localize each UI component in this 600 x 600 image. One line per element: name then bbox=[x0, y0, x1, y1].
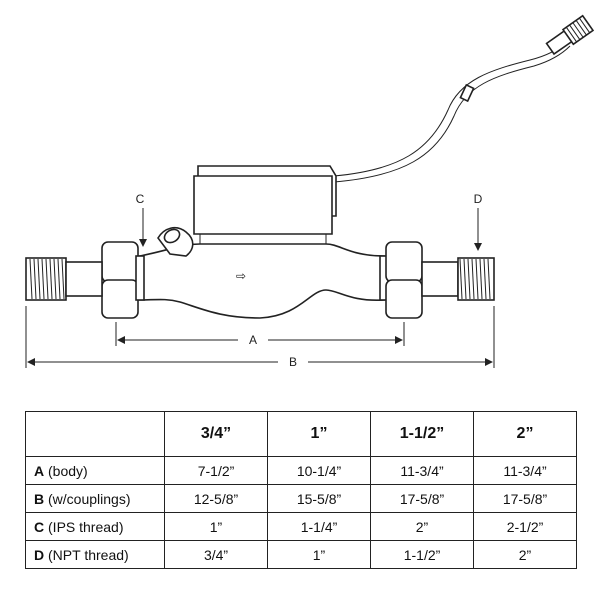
label-b: B bbox=[289, 355, 297, 369]
table-cell: 15-5/8” bbox=[267, 484, 371, 513]
header-size: 2” bbox=[473, 411, 577, 457]
table-cell: 7-1/2” bbox=[164, 456, 268, 485]
header-size: 3/4” bbox=[164, 411, 268, 457]
register-head bbox=[193, 165, 337, 246]
table-cell: 1-1/4” bbox=[267, 512, 371, 541]
thread-line bbox=[463, 258, 467, 300]
test-plug-icon bbox=[157, 226, 194, 257]
flow-direction-arrow: ⇨ bbox=[236, 269, 246, 283]
thread-line bbox=[483, 258, 487, 300]
thread-line bbox=[471, 258, 475, 300]
header-size: 1” bbox=[267, 411, 371, 457]
row-key: B bbox=[34, 490, 45, 507]
row-label: B (w/couplings) bbox=[25, 484, 165, 513]
row-desc: (IPS thread) bbox=[48, 518, 124, 535]
thread-line bbox=[37, 258, 41, 300]
table-cell: 1” bbox=[164, 512, 268, 541]
thread-line bbox=[33, 258, 37, 300]
row-key: C bbox=[34, 518, 45, 535]
table-cell: 2” bbox=[370, 512, 474, 541]
meter-body: ⇨ bbox=[139, 226, 385, 319]
row-label: D (NPT thread) bbox=[25, 540, 165, 569]
water-meter-diagram: ⇨ C D A B bbox=[25, 14, 595, 369]
table-cell: 17-5/8” bbox=[370, 484, 474, 513]
right-tailpiece bbox=[421, 257, 495, 301]
table-cell: 2-1/2” bbox=[473, 512, 577, 541]
thread-line bbox=[57, 258, 61, 300]
table-row: D (NPT thread) 3/4” 1” 1-1/2” 2” bbox=[25, 540, 577, 569]
thread-line bbox=[41, 258, 45, 300]
header-size: 1-1/2” bbox=[370, 411, 474, 457]
row-desc: (NPT thread) bbox=[48, 546, 129, 563]
label-c: C bbox=[136, 192, 145, 206]
table-cell: 11-3/4” bbox=[473, 456, 577, 485]
dimensions-table: 3/4” 1” 1-1/2” 2” A (body) 7-1/2” 10-1/4… bbox=[25, 411, 577, 569]
left-tailpiece bbox=[25, 257, 103, 301]
thread-line bbox=[53, 258, 57, 300]
thread-line bbox=[475, 258, 479, 300]
left-coupling-nut bbox=[101, 241, 145, 319]
thread-line bbox=[467, 258, 471, 300]
table-cell: 10-1/4” bbox=[267, 456, 371, 485]
cable-clip bbox=[459, 83, 475, 103]
right-coupling-nut bbox=[379, 241, 423, 319]
table-cell: 2” bbox=[473, 540, 577, 569]
thread-line bbox=[459, 258, 463, 300]
thread-line bbox=[45, 258, 49, 300]
thread-line bbox=[49, 258, 53, 300]
table-cell: 1-1/2” bbox=[370, 540, 474, 569]
label-d: D bbox=[474, 192, 483, 206]
row-desc: (w/couplings) bbox=[48, 490, 131, 507]
table-cell: 11-3/4” bbox=[370, 456, 474, 485]
table-header-row: 3/4” 1” 1-1/2” 2” bbox=[25, 411, 577, 457]
row-desc: (body) bbox=[48, 462, 88, 479]
table-cell: 17-5/8” bbox=[473, 484, 577, 513]
row-key: D bbox=[34, 546, 45, 563]
row-label: C (IPS thread) bbox=[25, 512, 165, 541]
table-cell: 12-5/8” bbox=[164, 484, 268, 513]
thread-line bbox=[487, 258, 491, 300]
table-row: A (body) 7-1/2” 10-1/4” 11-3/4” 11-3/4” bbox=[25, 456, 577, 485]
table-row: B (w/couplings) 12-5/8” 15-5/8” 17-5/8” … bbox=[25, 484, 577, 513]
table-cell: 3/4” bbox=[164, 540, 268, 569]
row-label: A (body) bbox=[25, 456, 165, 485]
row-key: A bbox=[34, 462, 45, 479]
header-blank bbox=[25, 411, 165, 457]
thread-line bbox=[479, 258, 483, 300]
thread-line bbox=[29, 258, 33, 300]
label-a: A bbox=[249, 333, 257, 347]
connector-icon bbox=[561, 14, 595, 46]
thread-line bbox=[61, 258, 65, 300]
table-row: C (IPS thread) 1” 1-1/4” 2” 2-1/2” bbox=[25, 512, 577, 541]
table-cell: 1” bbox=[267, 540, 371, 569]
cable bbox=[333, 14, 595, 183]
